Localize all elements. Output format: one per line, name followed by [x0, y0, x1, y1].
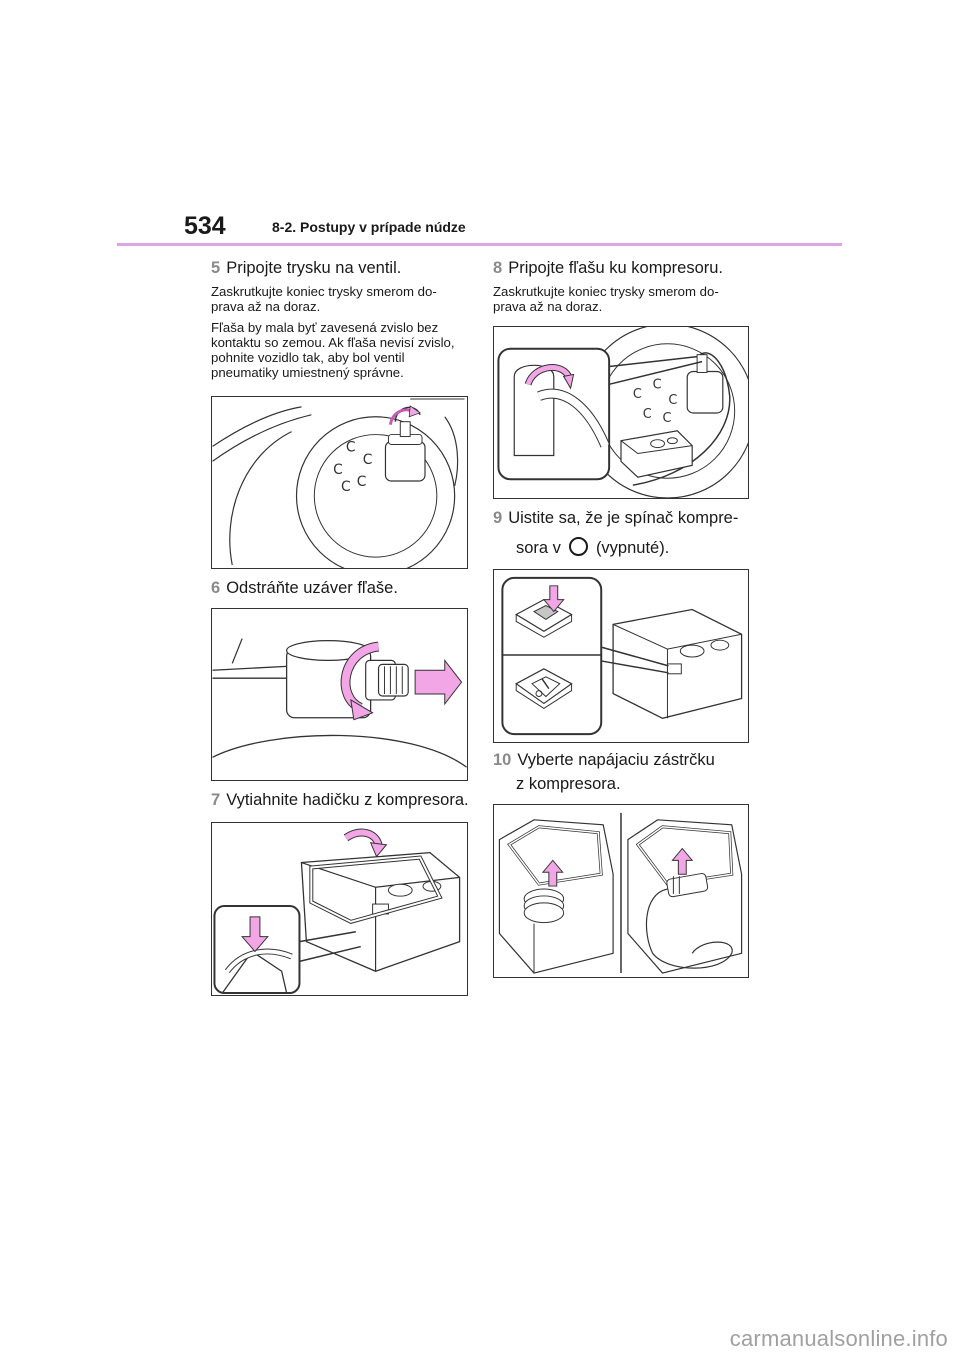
step-5: 5 Pripojte trysku na ventil.: [211, 256, 471, 280]
step-9-text-before-icon: sora v: [516, 539, 561, 557]
step-10: 10 Vyberte napájaciu zástrčku: [493, 748, 773, 772]
figure-pull-hose: [211, 822, 468, 996]
step-8: 8 Pripojte fľašu ku kompresoru.: [493, 256, 763, 280]
step-10-text-line1: Vyberte napájaciu zástrčku: [517, 751, 715, 769]
step-9-number: 9: [493, 509, 503, 527]
watermark: carmanualsonline.info: [729, 1326, 948, 1351]
step-8-text: Pripojte fľašu ku kompresoru.: [508, 259, 724, 277]
svg-text:C: C: [346, 439, 356, 455]
svg-text:C: C: [357, 474, 367, 490]
figure-switch-off: [493, 569, 749, 743]
step-5-number: 5: [211, 259, 221, 277]
step-6-text: Odstráňte uzáver fľaše.: [226, 579, 398, 597]
step-6-number: 6: [211, 579, 221, 597]
step-9-text-after-icon: (vypnuté).: [595, 539, 670, 557]
section-title: 8-2. Postupy v prípade núdze: [272, 219, 466, 235]
off-circle-icon: [568, 537, 588, 556]
step-10-line2: z kompresora.: [516, 775, 621, 793]
step-5-note-1: Zaskrutkujte koniec trysky smerom do-pra…: [211, 284, 437, 314]
svg-text:C: C: [633, 387, 642, 402]
figure-connect-bottle: C C C C C: [493, 326, 749, 499]
svg-text:C: C: [643, 407, 652, 422]
figure-remove-plug: [493, 804, 749, 978]
svg-text:C: C: [363, 452, 373, 468]
svg-text:C: C: [653, 377, 662, 392]
step-10-number: 10: [493, 751, 512, 769]
step-7-number: 7: [211, 791, 221, 809]
step-5-note-2: Fľaša by mala byť zavesená zvislo bez ko…: [211, 320, 455, 380]
figure-nozzle-on-valve: C C C C C: [211, 396, 468, 569]
step-6: 6 Odstráňte uzáver fľaše.: [211, 576, 471, 600]
step-8-number: 8: [493, 259, 503, 277]
figure-remove-cap: [211, 608, 468, 781]
step-9: 9 Uistite sa, že je spínač kompre-: [493, 506, 773, 530]
page-number: 534: [184, 212, 226, 240]
header-divider: [117, 243, 842, 246]
step-9-text-line1: Uistite sa, že je spínač kompre-: [508, 509, 739, 527]
step-7-text: Vytiahnite hadičku z kompresora.: [226, 791, 469, 809]
step-5-text: Pripojte trysku na ventil.: [226, 259, 402, 277]
svg-text:C: C: [341, 479, 351, 495]
svg-text:C: C: [668, 393, 677, 408]
step-7: 7 Vytiahnite hadičku z kompresora.: [211, 788, 481, 812]
svg-text:C: C: [333, 462, 343, 478]
step-8-note-1: Zaskrutkujte koniec trysky smerom do-pra…: [493, 284, 719, 314]
step-9-line2: sora v (vypnuté).: [516, 536, 776, 560]
svg-text:C: C: [663, 411, 672, 426]
